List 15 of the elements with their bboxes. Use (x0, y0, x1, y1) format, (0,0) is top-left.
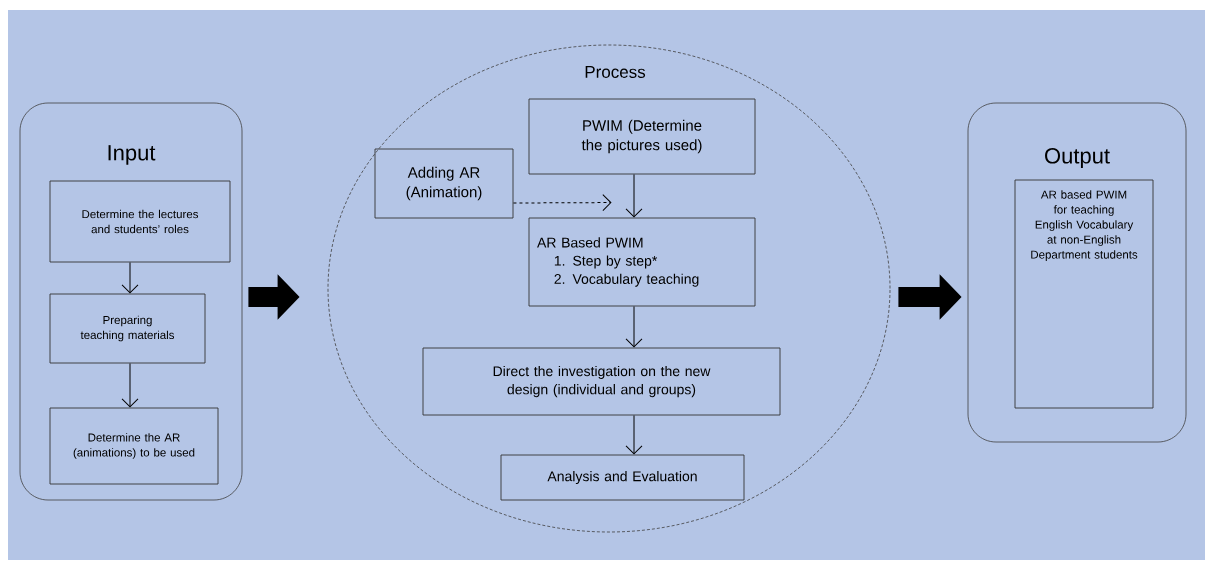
process-box: Determine the AR (animations) to be used (49, 407, 219, 485)
process-box: AR Based PWIM 1. Step by step* 2. Vocabulary teaching (528, 217, 756, 307)
process-box: Analysis and Evaluation (500, 454, 745, 501)
process-box: Preparing teaching materials (49, 293, 206, 364)
arrow (121, 261, 139, 294)
process-box: PWIM (Determine the pictures used) (528, 98, 756, 175)
arrow (625, 414, 643, 455)
process-box: Direct the investigation on the new design (individual and groups) (422, 347, 781, 416)
arrow (121, 362, 139, 408)
process-box: Adding AR (Animation) (374, 148, 514, 219)
arrow (625, 173, 643, 218)
arrow (512, 194, 612, 212)
process-box: Determine the lectures and students’ roles (49, 180, 231, 263)
output-box: AR based PWIM for teaching English Vocabulary at non-English Department students (1014, 179, 1154, 409)
arrow (625, 305, 643, 348)
